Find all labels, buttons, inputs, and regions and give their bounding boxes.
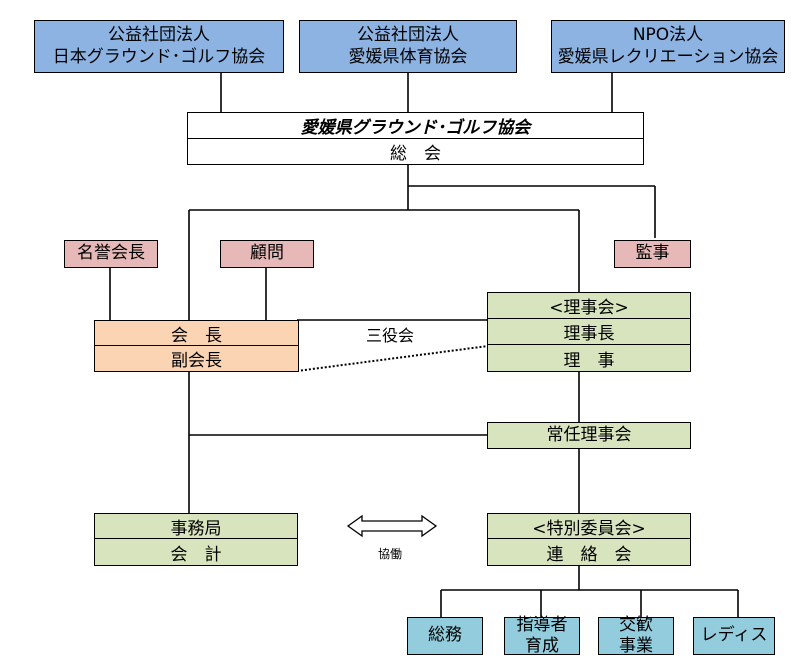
board-director: 理 事 — [487, 345, 691, 372]
board-chair: 理事長 — [487, 319, 691, 345]
auditor: 監事 — [614, 240, 691, 268]
collaboration-label: 協働 — [378, 547, 403, 561]
top-org-line1: 公益社団法人 — [357, 25, 459, 46]
president: 会 長 — [94, 320, 299, 346]
vice-president: 副会長 — [94, 346, 299, 372]
double-arrow-icon — [346, 514, 438, 538]
subcommittee-general-affairs: 総務 — [407, 617, 483, 655]
top-org-line1: NPO法人 — [632, 25, 704, 46]
subcommittee-ladies: レディス — [693, 617, 775, 655]
top-org-line1: 公益社団法人 — [108, 25, 210, 46]
general-meeting: 総 会 — [187, 139, 644, 165]
standing-board: 常任理事会 — [487, 422, 691, 449]
special-committees-header: <特別委員会> — [487, 513, 691, 539]
secretariat-office: 事務局 — [94, 513, 298, 539]
three-officers-label: 三役会 — [366, 326, 415, 345]
liaison-meeting: 連 絡 会 — [487, 539, 691, 566]
association-name: 愛媛県グラウンド･ゴルフ協会 — [187, 112, 644, 139]
top-org-japan-gg: 公益社団法人 日本グラウンド･ゴルフ協会 — [34, 20, 284, 73]
honorary-president: 名誉会長 — [64, 240, 158, 268]
advisor: 顧問 — [220, 240, 314, 268]
top-org-recreation: NPO法人 愛媛県レクリエーション協会 — [551, 20, 785, 73]
subcommittee-leader-training: 指導者 育成 — [504, 615, 580, 656]
top-org-line2: 愛媛県レクリエーション協会 — [557, 46, 779, 67]
board-header: <理事会> — [487, 292, 691, 319]
top-org-sports: 公益社団法人 愛媛県体育協会 — [299, 20, 517, 73]
top-org-line2: 日本グラウンド･ゴルフ協会 — [52, 46, 266, 67]
top-org-line2: 愛媛県体育協会 — [348, 46, 468, 67]
secretariat-accounting: 会 計 — [94, 539, 298, 566]
subcommittee-exchange-events: 交歓 事業 — [598, 615, 674, 656]
